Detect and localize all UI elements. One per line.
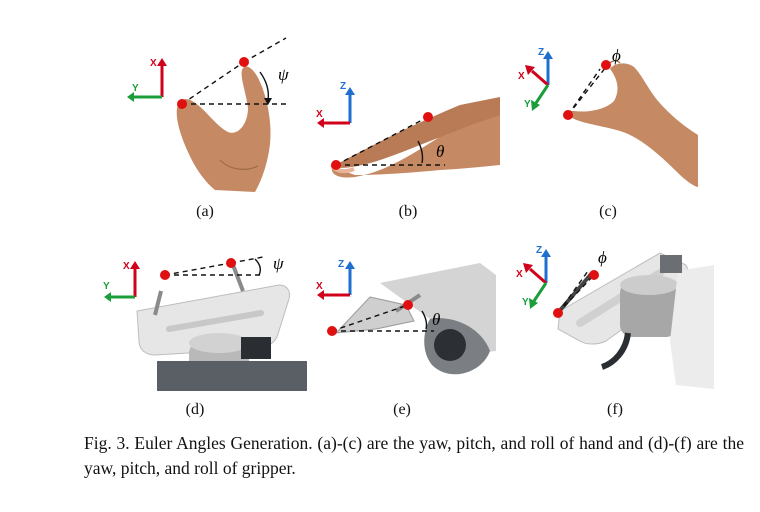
x-axis-label: X — [516, 269, 523, 280]
yaw-angle-symbol: ψ — [273, 254, 284, 273]
gripper-pitch-illustration: Z X θ — [316, 259, 496, 375]
y-axis-label: Y — [103, 281, 110, 292]
hand-roll-illustration: Z X Y ϕ — [518, 46, 698, 187]
z-axis-label: Z — [536, 245, 542, 256]
panel-d-label: (d) — [185, 401, 205, 418]
panel-e: Z X θ — [310, 255, 500, 385]
panel-e-label: (e) — [393, 401, 411, 418]
panel-d: X Y ψ — [95, 245, 315, 395]
hand-pitch-illustration: Z X θ — [316, 81, 500, 178]
pitch-angle-symbol: θ — [436, 142, 444, 161]
x-axis-label: X — [316, 109, 323, 120]
hand-yaw-illustration: X Y ψ — [127, 37, 289, 192]
pitch-angle-symbol: θ — [432, 310, 440, 329]
figure-caption: Fig. 3. Euler Angles Generation. (a)-(c)… — [84, 433, 744, 478]
x-axis-label: X — [150, 58, 157, 69]
panel-b: Z X θ — [310, 75, 510, 195]
y-axis-label: Y — [524, 99, 531, 110]
z-axis-label: Z — [338, 259, 344, 270]
y-axis-label: Y — [522, 297, 529, 308]
x-axis-label: X — [123, 261, 130, 272]
z-axis-label: Z — [538, 47, 544, 58]
panel-b-label: (b) — [398, 203, 418, 220]
panel-c-label: (c) — [599, 203, 617, 220]
panel-c: Z X Y ϕ — [510, 45, 710, 195]
panel-f-label: (f) — [607, 401, 623, 418]
roll-angle-symbol: ϕ — [598, 248, 607, 267]
panel-a-label: (a) — [196, 203, 214, 220]
x-axis-label: X — [316, 281, 323, 292]
gripper-roll-illustration: Z X Y ϕ — [516, 245, 714, 389]
gripper-yaw-illustration: X Y ψ — [103, 254, 307, 391]
z-axis-label: Z — [340, 81, 346, 92]
yaw-angle-symbol: ψ — [278, 65, 289, 84]
x-axis-label: X — [518, 71, 525, 82]
panel-a: X Y ψ — [120, 37, 320, 200]
roll-angle-symbol: ϕ — [612, 46, 621, 65]
y-axis-label: Y — [132, 83, 139, 94]
panel-f: Z X Y ϕ — [510, 245, 720, 395]
